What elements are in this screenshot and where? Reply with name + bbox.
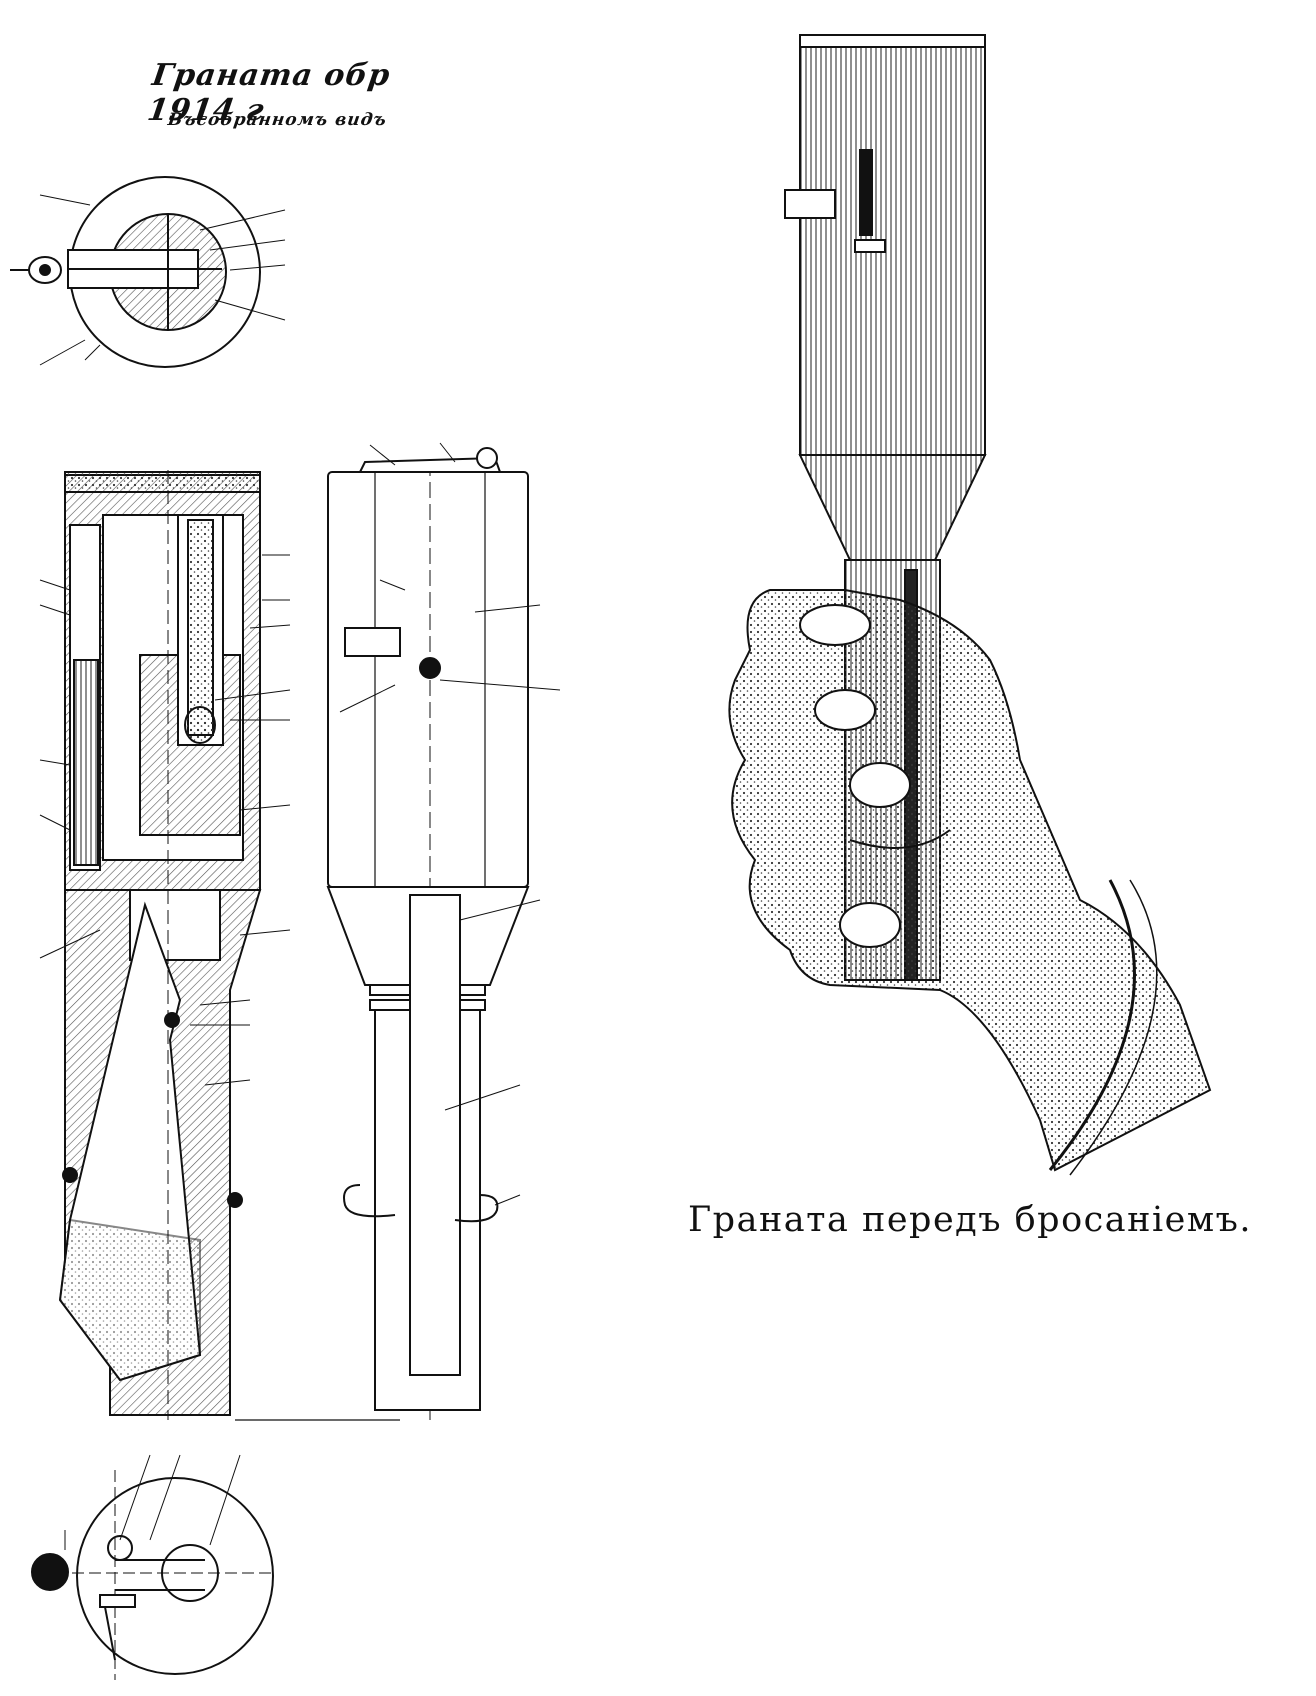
grenade-bottom-view-drawing: [31, 1454, 275, 1680]
grenade-top-view-drawing: [10, 176, 286, 368]
illustration-caption: Граната передъ бросаніемъ.: [688, 1200, 1252, 1240]
grenade-side-view-drawing: [326, 442, 561, 1420]
hand-holding-grenade-illustration: [728, 34, 1212, 1176]
grenade-cross-section-drawing: [39, 470, 291, 1420]
